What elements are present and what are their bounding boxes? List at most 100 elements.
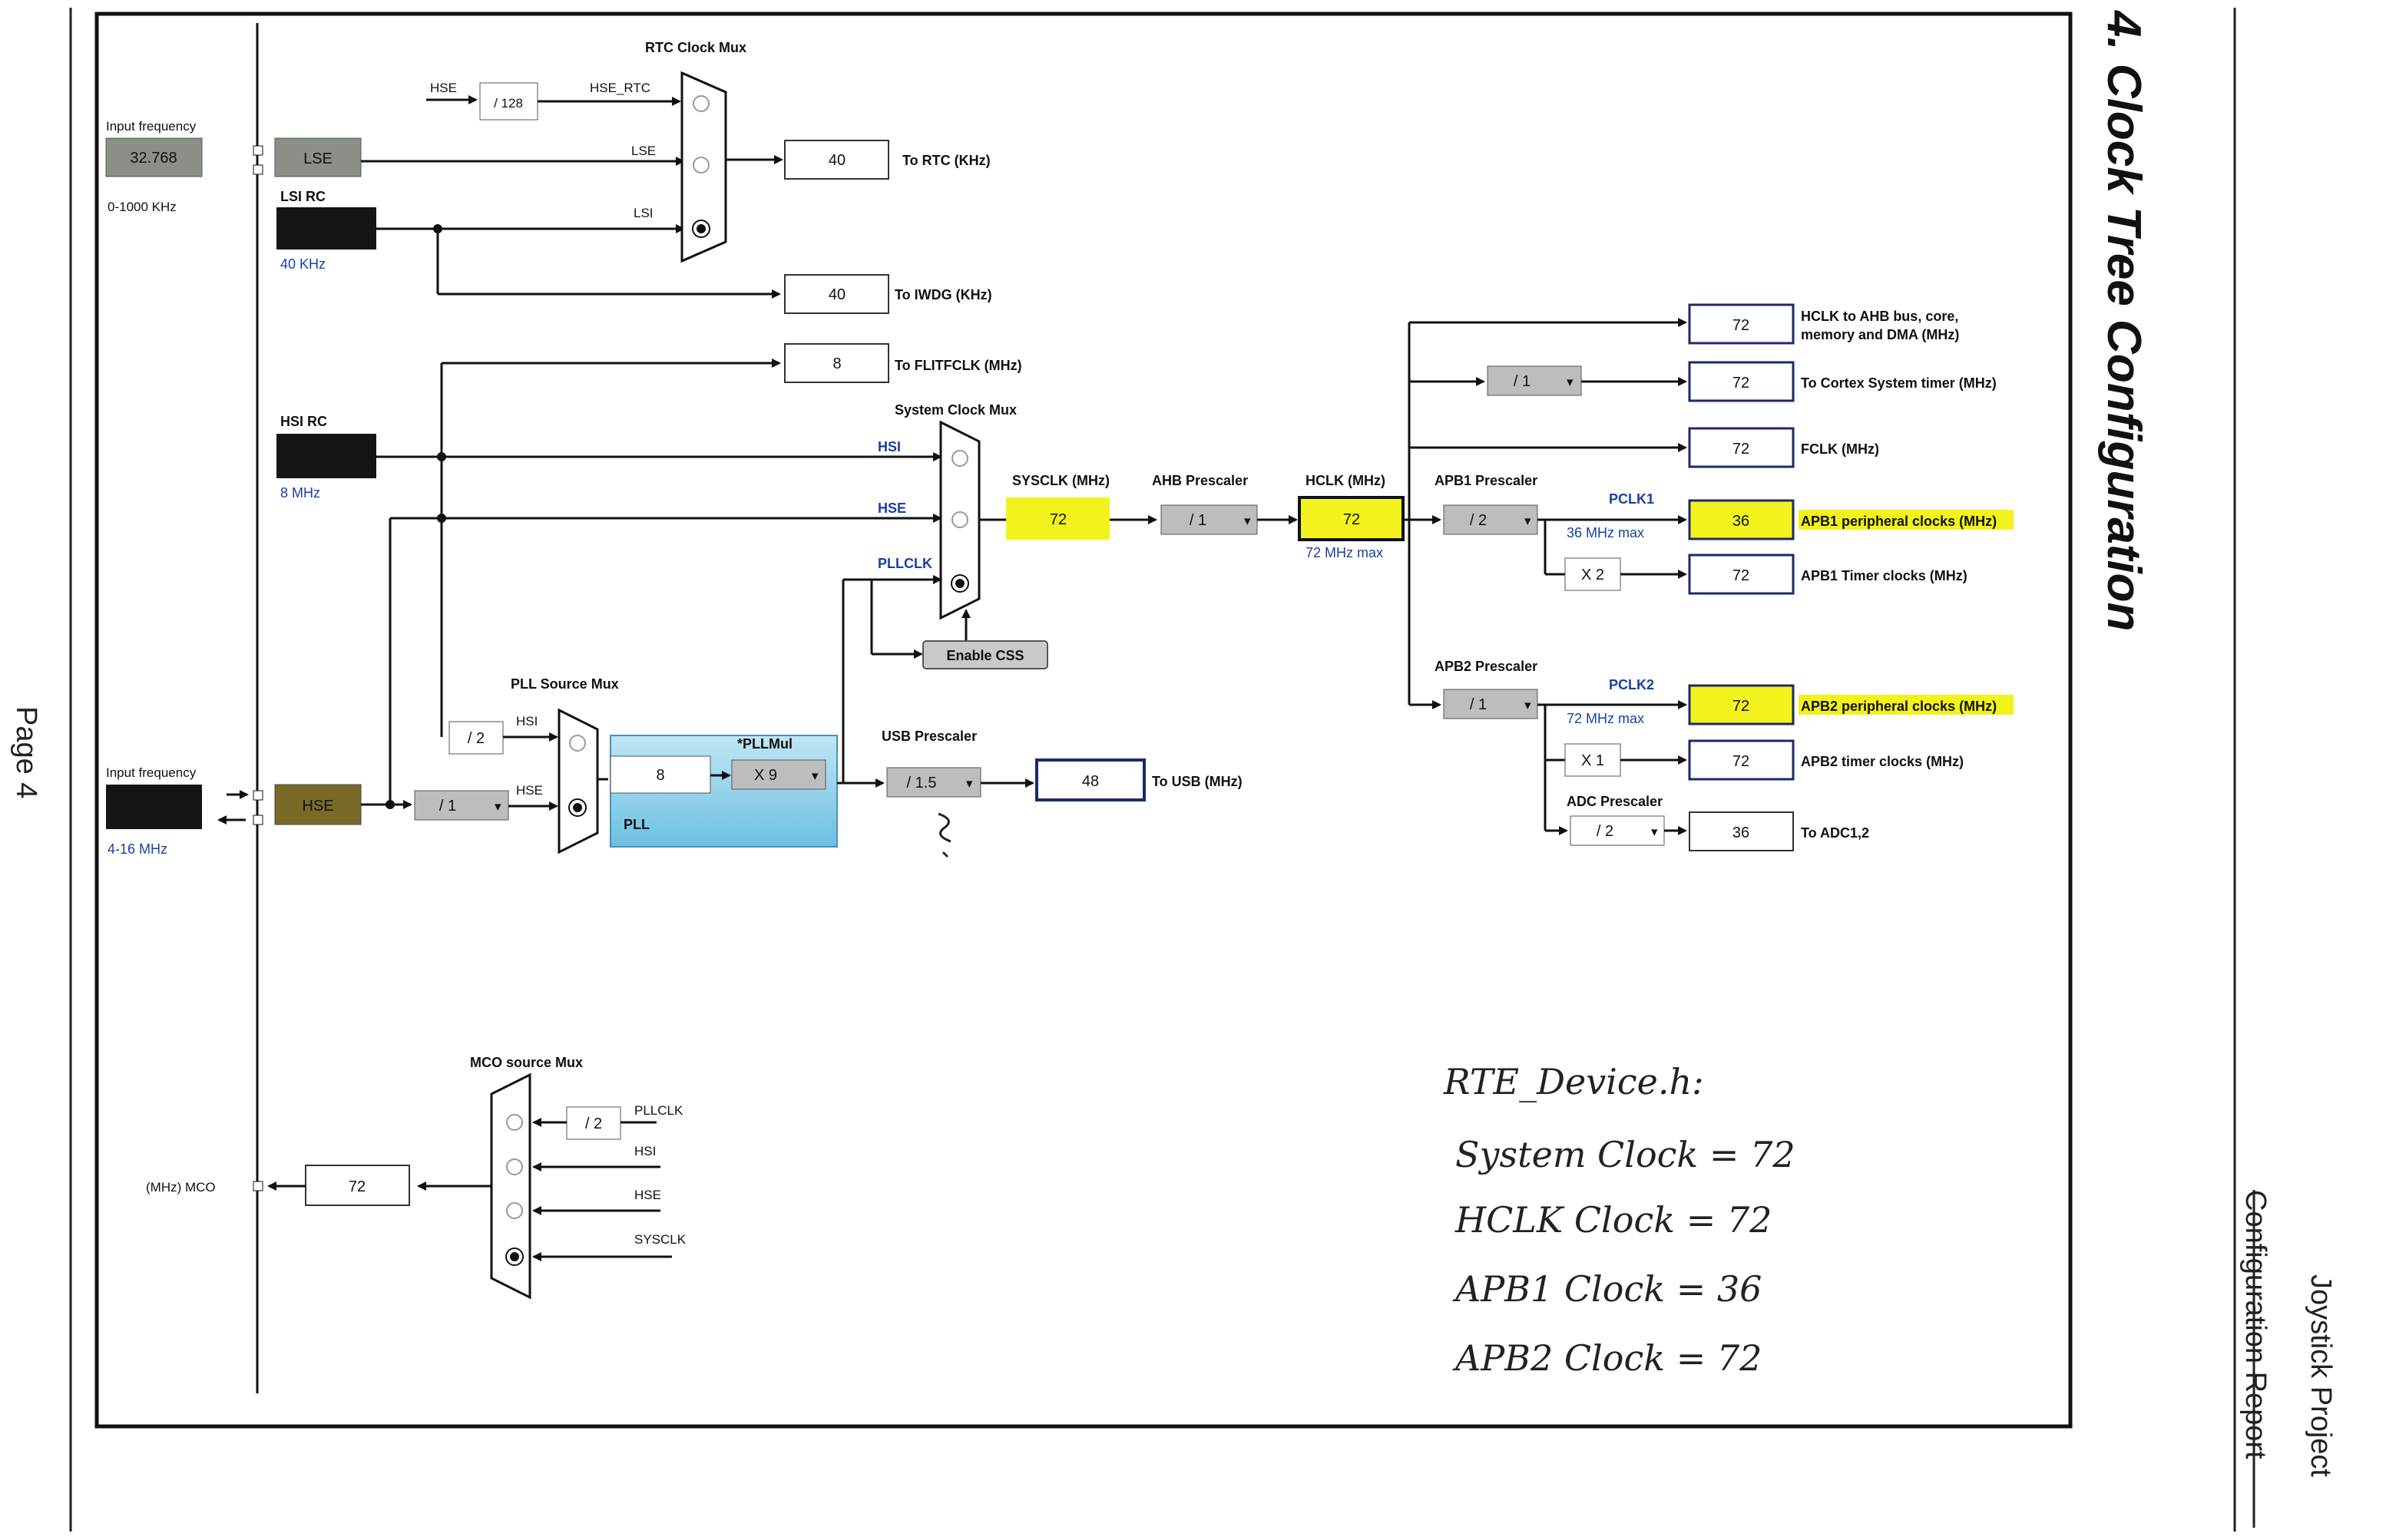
apb2-prescaler-label: APB2 Prescaler [1435, 659, 1537, 674]
output-value-apb1-peripheral: 36 [1732, 513, 1749, 530]
pll-name: PLL [624, 817, 650, 832]
chevron-down-icon: ▾ [1524, 698, 1531, 712]
notes-title: RTE_Device.h: [1443, 1061, 1704, 1102]
pll-source-mux-title: PLL Source Mux [511, 676, 619, 692]
output-box-adc [1689, 811, 1794, 851]
pll-source-mux [558, 708, 599, 854]
pclk1-label: PCLK1 [1609, 491, 1654, 507]
lse-frequency-value: 32.768 [130, 150, 177, 167]
usb-output-value: 48 [1082, 773, 1099, 790]
pll-input-value-box [610, 755, 711, 794]
mco-hsi-label: HSI [634, 1144, 656, 1158]
enable-css-label: Enable CSS [946, 648, 1024, 663]
chevron-down-icon: ▾ [1524, 514, 1531, 528]
notes-line-hclk-clock: HCLK Clock = 72 [1454, 1199, 1772, 1241]
lse-frequency-input[interactable] [105, 137, 203, 177]
mco-source-mux [490, 1072, 531, 1300]
output-label-hclk-ahb: HCLK to AHB bus, core, [1801, 309, 1958, 324]
rtc-hse-rtc-label: HSE_RTC [590, 81, 650, 95]
pll-multiplier-dropdown[interactable] [731, 759, 826, 790]
hse-input-caption: Input frequency [106, 765, 197, 780]
output-label-fclk: FCLK (MHz) [1801, 441, 1879, 457]
hse-block[interactable] [274, 784, 362, 825]
rtc-output-value-box [784, 140, 889, 180]
output-box-apb1-peripheral [1688, 499, 1795, 540]
report-header-line2: Configuration Report [2239, 1190, 2272, 1459]
ahb-prescaler-dropdown[interactable] [1160, 504, 1258, 535]
pclk1-max: 36 MHz max [1567, 525, 1644, 540]
hse-frequency-input[interactable] [106, 785, 202, 829]
rtc-mux-radio-hse[interactable] [693, 95, 710, 112]
adc-prescaler-label: ADC Prescaler [1567, 794, 1663, 809]
output-value-apb1-timer: 72 [1732, 567, 1749, 584]
output-value-cortex-timer: 72 [1732, 375, 1749, 392]
mco-source-mux-title: MCO source Mux [470, 1055, 583, 1070]
output-label-hclk-ahb-line2: memory and DMA (MHz) [1801, 327, 1959, 342]
system-clock-mux-title: System Clock Mux [895, 402, 1017, 418]
cortex-timer-divider-dropdown[interactable] [1487, 365, 1582, 396]
apb1-prescaler-label: APB1 Prescaler [1435, 473, 1537, 488]
lse-input-caption: Input frequency [106, 119, 197, 134]
sysmux-pllclk-label: PLLCLK [878, 556, 932, 571]
apb2-timer-multiplier [1564, 743, 1621, 777]
output-value-apb2-timer: 72 [1732, 753, 1749, 770]
output-box-apb1-timer [1688, 554, 1795, 595]
mco-pll-divider-value: / 2 [585, 1115, 602, 1132]
notes-line-system-clock: System Clock = 72 [1455, 1134, 1795, 1175]
sysmux-hse-label: HSE [878, 501, 906, 516]
output-value-hclk-ahb: 72 [1732, 317, 1749, 334]
rtc-lse-label: LSE [631, 144, 656, 158]
lsi-title: LSI RC [280, 189, 326, 204]
chevron-down-icon: ▾ [1567, 375, 1574, 389]
hclk-value-box[interactable] [1298, 496, 1405, 541]
diagram-frame [94, 12, 2073, 1429]
pll-source-radio-hsi[interactable] [569, 735, 586, 752]
hse-block-label: HSE [302, 798, 333, 815]
pll-source-hsi-label: HSI [516, 714, 538, 729]
apb1-timer-multiplier-value: X 2 [1581, 567, 1604, 583]
lsi-rc-block [276, 207, 376, 250]
sysclk-label: SYSCLK (MHz) [1012, 473, 1110, 488]
pclk2-max: 72 MHz max [1567, 711, 1644, 726]
rtc-hse-divider[interactable] [479, 82, 538, 121]
adc-prescaler-dropdown[interactable] [1570, 815, 1665, 846]
apb2-prescaler-value: / 1 [1470, 696, 1487, 713]
usb-prescaler-dropdown[interactable] [886, 767, 981, 798]
apb2-prescaler-dropdown[interactable] [1443, 689, 1538, 719]
iwdg-value: 40 [829, 286, 846, 303]
apb1-timer-multiplier [1564, 557, 1621, 591]
mco-radio-pllclk[interactable] [506, 1114, 523, 1131]
adc-prescaler-value: / 2 [1597, 823, 1613, 840]
pll-input-value: 8 [656, 767, 664, 784]
cortex-timer-divider-value: / 1 [1514, 373, 1531, 390]
pll-hse-divider-value: / 1 [439, 798, 456, 815]
hsi-title: HSI RC [280, 414, 327, 429]
notes-line-apb1-clock: APB1 Clock = 36 [1452, 1268, 1762, 1310]
page-number: Page 4 [10, 706, 42, 798]
lse-block[interactable] [274, 137, 362, 177]
hclk-value: 72 [1343, 511, 1360, 528]
output-value-adc: 36 [1732, 825, 1749, 841]
chevron-down-icon: ▾ [812, 768, 819, 783]
hsi-rc-block [276, 434, 376, 478]
apb2-label-highlight [1799, 695, 2014, 715]
output-label-cortex-timer: To Cortex System timer (MHz) [1801, 375, 1997, 391]
apb1-prescaler-dropdown[interactable] [1443, 504, 1538, 535]
rtc-mux-radio-lse[interactable] [693, 157, 710, 173]
iwdg-value-box [784, 274, 889, 314]
ahb-prescaler-value: / 1 [1190, 512, 1206, 529]
chevron-down-icon: ▾ [1244, 514, 1251, 528]
output-box-apb2-peripheral [1688, 684, 1795, 725]
sysmux-radio-hse[interactable] [951, 511, 968, 528]
flitfclk-value: 8 [832, 355, 841, 372]
chevron-down-icon: ▾ [966, 776, 973, 791]
mco-radio-hse[interactable] [506, 1202, 523, 1219]
sysmux-radio-hsi[interactable] [951, 450, 968, 467]
output-label-apb2-peripheral: APB2 peripheral clocks (MHz) [1801, 699, 1997, 714]
lse-range: 0-1000 KHz [108, 200, 177, 214]
pll-multiplier-value: X 9 [754, 767, 777, 784]
enable-css-button[interactable] [922, 640, 1048, 669]
mco-radio-hsi[interactable] [506, 1158, 523, 1175]
apb1-prescaler-value: / 2 [1470, 512, 1487, 529]
